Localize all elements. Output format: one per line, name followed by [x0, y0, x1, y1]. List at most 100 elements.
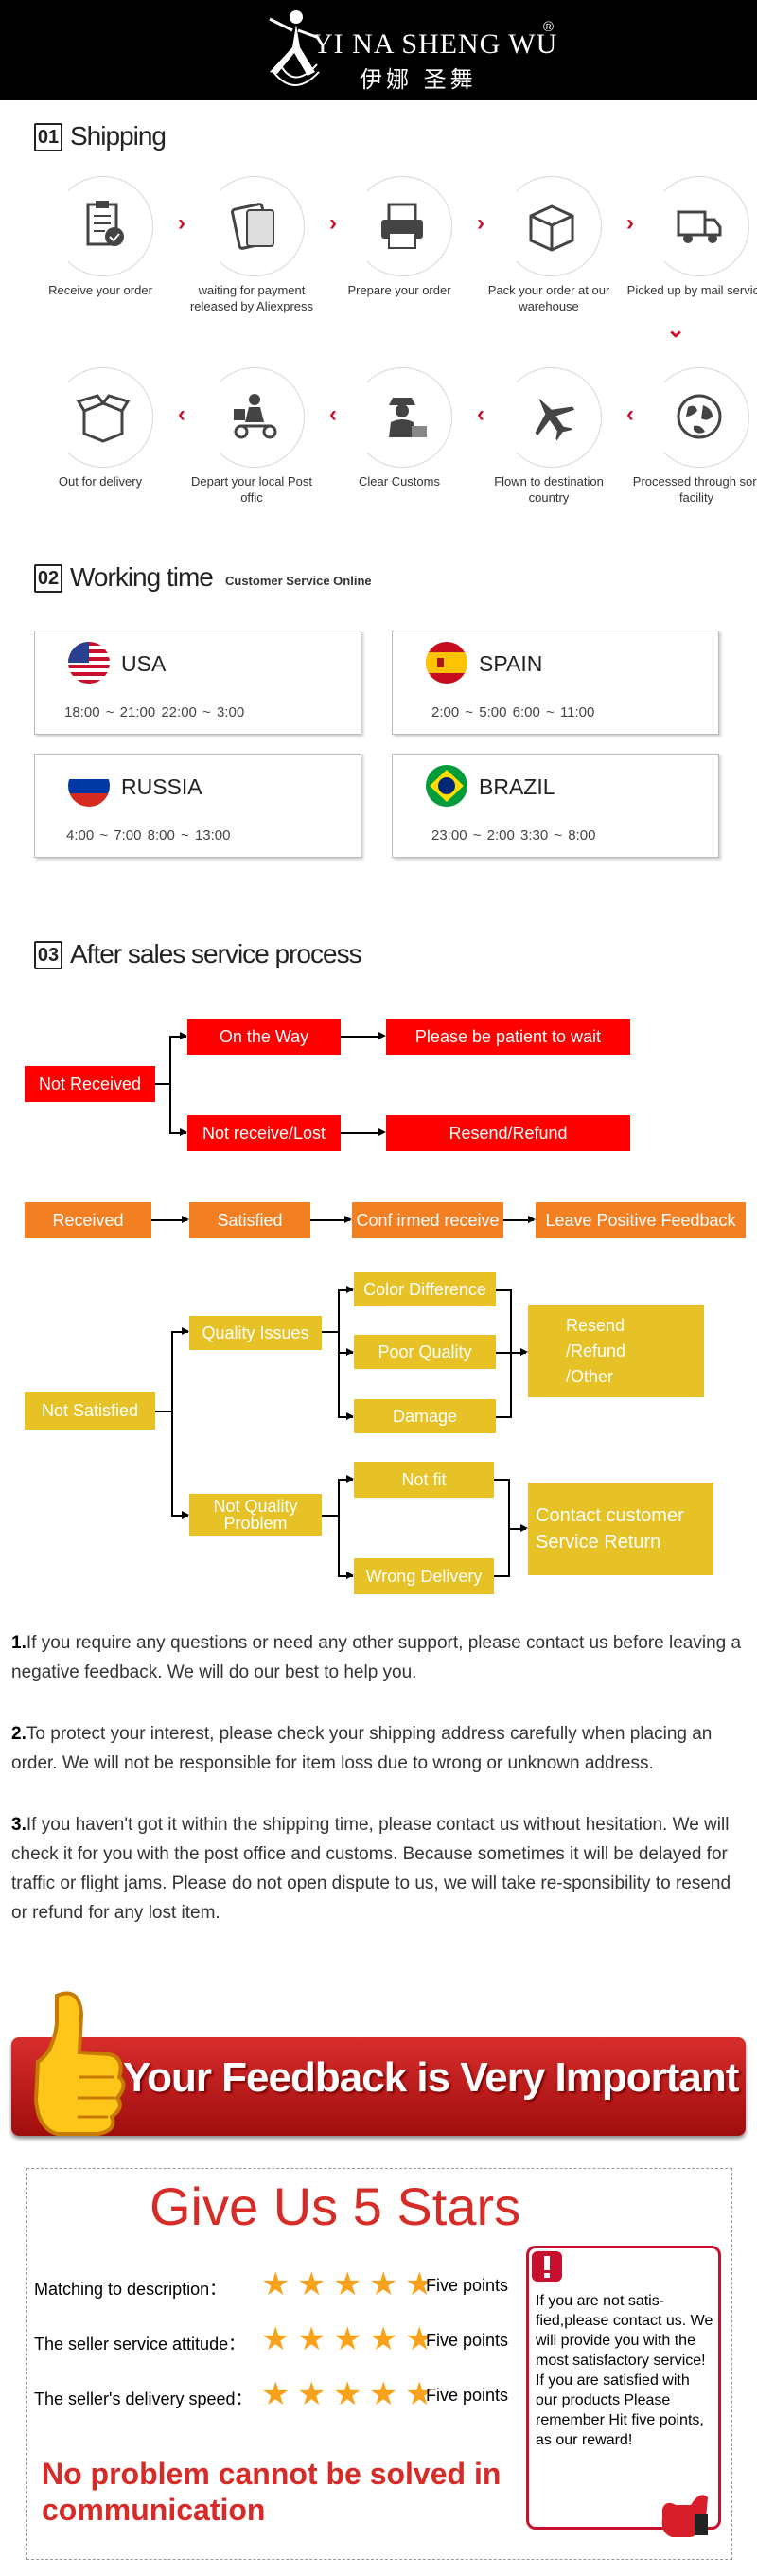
country-name: USA: [121, 651, 167, 676]
feedback-banner-title: Your Feedback is Very Important: [123, 2054, 739, 2101]
chevron-left-icon: ‹: [626, 401, 634, 427]
connector: [322, 1331, 339, 1333]
spain-flag-icon: [426, 642, 467, 684]
star-icon: ★: [297, 2266, 326, 2302]
confirmed-receive-box: Conf irmed receive: [352, 1202, 503, 1238]
note-number: 3.: [11, 1815, 26, 1835]
chevron-right-icon: ›: [329, 210, 337, 236]
step-label: Depart your local Post offic: [191, 474, 312, 505]
section-title-working-time: Working time: [70, 562, 214, 592]
star-icon: ★: [369, 2376, 398, 2412]
step-circle: [502, 367, 602, 468]
step-label: waiting for payment released by Aliexpre…: [189, 283, 314, 313]
connector: [338, 1289, 340, 1418]
connector: [338, 1352, 353, 1354]
step-label: Out for delivery: [58, 474, 143, 489]
registered-mark: ®: [543, 19, 555, 35]
country-name: RUSSIA: [121, 774, 202, 799]
connector: [151, 1219, 187, 1221]
note-paragraph: 2.To protect your interest, please check…: [11, 1719, 746, 1778]
connector: [338, 1416, 353, 1418]
step-circle: [204, 176, 305, 276]
connector: [496, 1289, 511, 1291]
step-circle: [352, 367, 452, 468]
connector: [310, 1219, 350, 1221]
us-flag-icon: [68, 642, 110, 684]
brand-name-en: YI NA SHENG WU: [312, 28, 558, 60]
package-box-icon: [529, 204, 574, 252]
russia-flag-icon: [68, 765, 110, 807]
not-fit-box: Not fit: [354, 1462, 494, 1498]
quality-issues-box: Quality Issues: [189, 1316, 322, 1350]
satisfaction-note-box: [526, 2246, 721, 2530]
star-icon: ★: [333, 2266, 362, 2302]
not-receive-lost-box: Not receive/Lost: [187, 1115, 341, 1151]
not-received-box: Not Received: [25, 1066, 155, 1102]
country-name: SPAIN: [479, 651, 543, 676]
online-hours: 2:00 ~ 5:00 6:00 ~ 11:00: [431, 704, 595, 720]
step-label: Receive your order: [48, 283, 152, 297]
customs-officer-icon: [389, 398, 427, 437]
connector: [171, 1331, 188, 1333]
contact-customer-box: Contact customer Service Return: [528, 1483, 713, 1575]
brand-header: [0, 0, 757, 100]
rating-points: Five points: [426, 2386, 509, 2405]
chevron-left-icon: ‹: [178, 401, 185, 427]
rating-label: The seller service attitude：: [34, 2335, 246, 2354]
online-hours: 23:00 ~ 2:00 3:30 ~ 8:00: [431, 827, 596, 844]
dancer-logo-icon: [269, 10, 320, 86]
rating-points: Five points: [426, 2276, 509, 2295]
section-title-shipping: Shipping: [70, 121, 167, 151]
give-stars-title: Give Us 5 Stars: [150, 2176, 521, 2236]
chevron-down-icon: ⌄: [666, 317, 686, 343]
connector: [338, 1289, 353, 1291]
connector: [155, 1411, 172, 1412]
connector: [338, 1479, 340, 1577]
online-hours: 18:00 ~ 21:00 22:00 ~ 3:00: [64, 704, 245, 720]
section-subtitle: Customer Service Online: [225, 574, 372, 588]
note-number: 1.: [11, 1633, 26, 1653]
connector: [322, 1515, 339, 1517]
brand-name-cn: 伊娜 圣舞: [360, 66, 477, 93]
connector: [169, 1036, 171, 1134]
star-icon: ★: [261, 2321, 290, 2357]
not-quality-problem-box: Not Quality Problem: [189, 1494, 322, 1536]
chevron-right-icon: ›: [178, 210, 185, 236]
connector: [155, 1083, 170, 1085]
clipboard-check-icon: [86, 201, 124, 246]
online-hours: 4:00 ~ 7:00 8:00 ~ 13:00: [66, 827, 231, 844]
rating-card: [26, 2168, 732, 2560]
step-label: Pack your order at our warehouse: [487, 283, 610, 313]
connector: [171, 1515, 188, 1517]
star-icon: ★: [297, 2321, 326, 2357]
step-circle: [649, 367, 749, 468]
connector: [338, 1479, 353, 1481]
star-icon: ★: [369, 2266, 398, 2302]
section-title-after-sales: After sales service process: [70, 939, 362, 968]
open-box-icon: [76, 394, 131, 443]
connector: [338, 1575, 353, 1577]
star-icon: ★: [405, 2321, 434, 2357]
star-icon: ★: [405, 2266, 434, 2302]
satisfied-box: Satisfied: [189, 1202, 310, 1238]
star-icon: ★: [369, 2321, 398, 2357]
on-the-way-box: On the Way: [187, 1019, 341, 1055]
satisfaction-note: If you are not satis-fied,please contact…: [536, 2293, 713, 2448]
rating-label: The seller's delivery speed：: [34, 2389, 253, 2408]
star-icon: ★: [333, 2376, 362, 2412]
chevron-right-icon: ›: [626, 210, 634, 236]
color-difference-box: Color Difference: [354, 1272, 496, 1306]
connector: [494, 1575, 509, 1577]
star-icon: ★: [333, 2321, 362, 2357]
chevron-left-icon: ‹: [329, 401, 337, 427]
globe-icon: [677, 394, 722, 439]
rating-label: Matching to description：: [34, 2280, 227, 2299]
note-paragraph: 3.If you haven't got it within the shipp…: [11, 1810, 746, 1928]
be-patient-box: Please be patient to wait: [386, 1019, 630, 1055]
section-number: 03: [34, 941, 62, 969]
feedback-banner: [11, 2037, 746, 2136]
resend-other-box: Resend /Refund /Other: [528, 1305, 704, 1397]
payment-card-icon: [231, 203, 274, 250]
connector: [494, 1479, 509, 1481]
wrong-delivery-box: Wrong Delivery: [354, 1558, 494, 1594]
